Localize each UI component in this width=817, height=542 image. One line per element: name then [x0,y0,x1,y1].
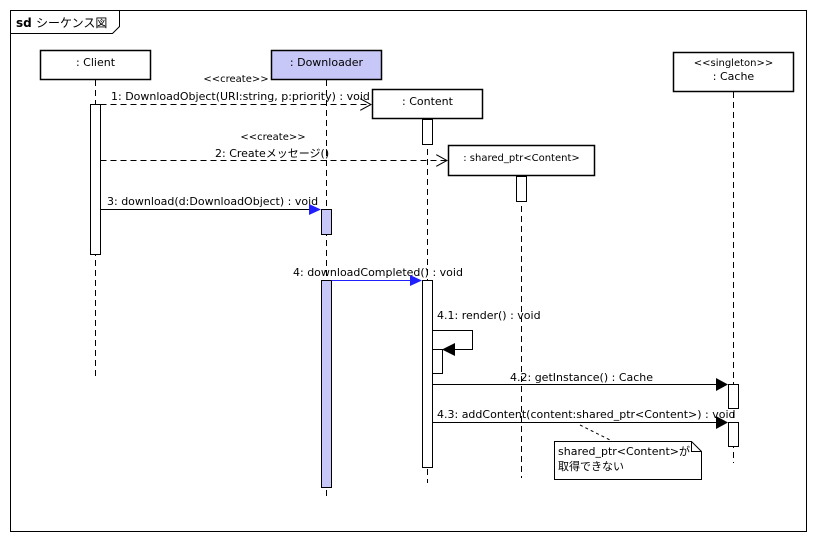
message-2-stereotype: <<create>> [240,132,305,143]
lifeline-label-shared-ptr: : shared_ptr<Content> [463,153,580,164]
lifeline-box-content [371,88,484,120]
lifeline-stereotype-cache: <<singleton>> [694,58,774,69]
activation-downloader-2 [321,280,332,488]
message-2-label: 2: Createメッセージ() [215,147,329,160]
message-4-arrowhead [410,275,422,286]
lifeline-box-client [39,49,152,81]
note-connector [579,424,613,442]
lifeline-label-cache: : Cache [713,70,755,83]
lifeline-label-client: : Client [76,56,116,69]
message-3-label: 3: download(d:DownloadObject) : void [107,195,318,208]
lifeline-box-downloader [270,49,383,81]
activation-downloader-1 [321,209,332,235]
message-4-2-label: 4.2: getInstance() : Cache [510,371,653,384]
message-4-1-arrow [432,330,473,350]
frame-title: シーケンス図 [36,16,107,30]
message-1-label: 1: DownloadObject(URI:string, p:priority… [111,90,370,103]
message-4-2-arrowhead [716,378,728,391]
note-line-1: shared_ptr<Content>が [558,444,690,458]
lifeline-label-content: : Content [402,95,454,108]
message-4-label: 4: downloadCompleted() : void [293,266,463,279]
lifeline-box-cache [672,51,795,93]
note-line-2: 取得できない [558,460,624,473]
activation-cache-2 [728,422,739,447]
activation-client [90,104,101,255]
activation-content-self [432,349,443,374]
lifeline-box-shared-ptr [447,144,596,177]
message-4-3-arrowhead [716,416,728,429]
lifeline-label-downloader: : Downloader [290,56,364,69]
message-3-arrowhead [309,204,321,215]
diagram-frame [10,10,807,532]
activation-shared-ptr [516,176,527,202]
message-4-3-label: 4.3: addContent(content:shared_ptr<Conte… [437,408,736,421]
note-box [554,441,702,480]
activation-content-1 [422,119,433,145]
message-1-stereotype: <<create>> [203,74,268,85]
note-fold [691,441,702,452]
frame-keyword: sd [16,16,32,30]
activation-content-2 [422,280,433,468]
message-4-1-arrowhead [442,343,455,356]
frame-tab [10,10,120,34]
message-4-1-label: 4.1: render() : void [437,309,541,322]
activation-cache-1 [728,384,739,409]
